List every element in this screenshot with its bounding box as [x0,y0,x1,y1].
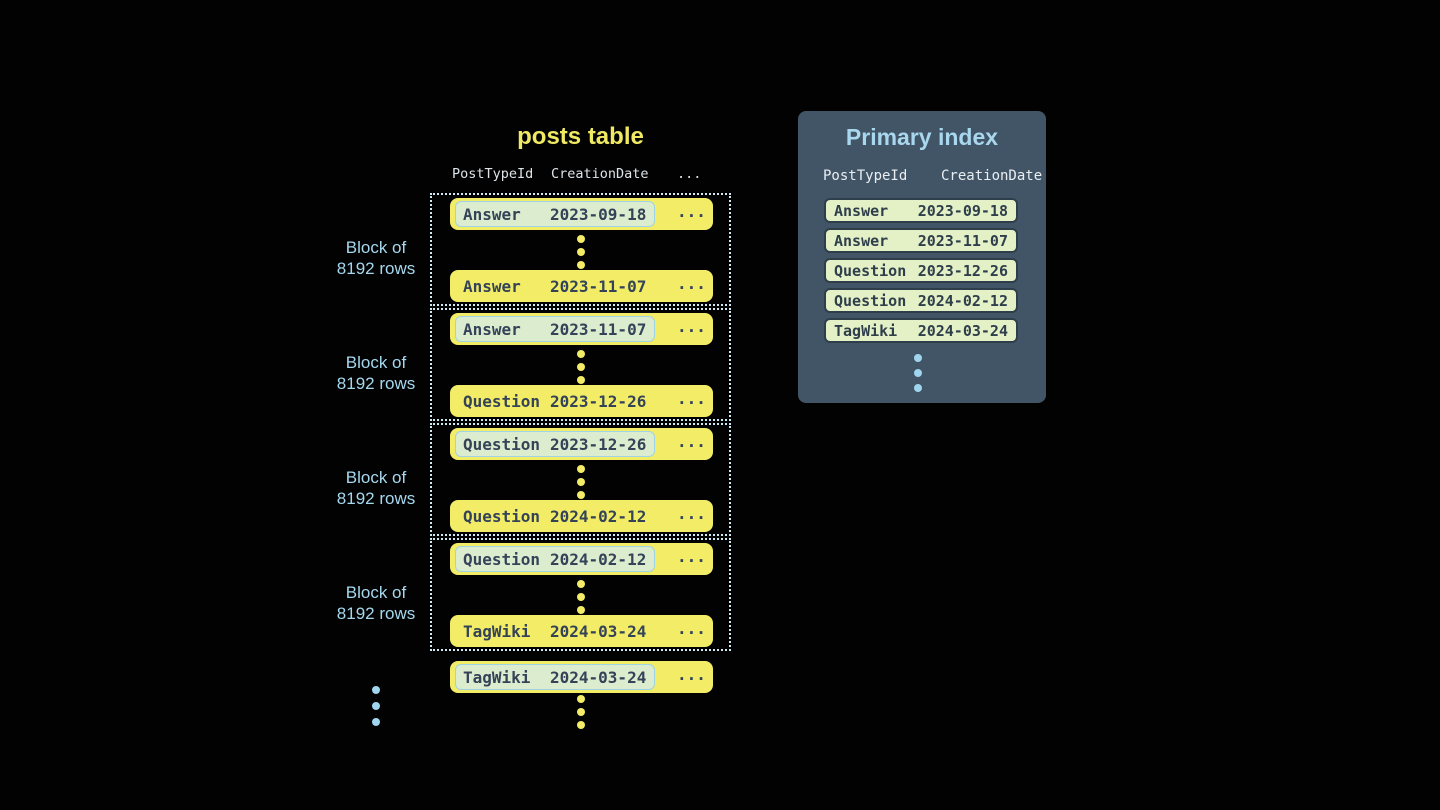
primary-index-panel: Primary index PostTypeId CreationDate An… [798,111,1046,403]
post-type-value: Answer [834,201,889,220]
table-row: Question 2024-02-12 ... [450,500,713,532]
column-more-ellipsis: ... [677,166,702,182]
table-row: Question 2023-12-26 ... [450,385,713,417]
post-type-value: Question [463,506,541,526]
creation-date-value: 2023-09-18 [550,204,647,224]
row-ellipsis: ... [677,547,706,566]
row-key: Answer 2023-11-07 [455,273,655,299]
posts-table-column-header: PostTypeId CreationDate ... [452,166,752,184]
block-label-4: Block of 8192 rows [336,583,416,623]
omitted-rows-dots [432,350,729,384]
post-type-value: Question [834,291,907,310]
post-type-value: Answer [463,319,521,339]
row-block-3: Question 2023-12-26 ... Question 2024-02… [430,423,731,536]
table-row: TagWiki 2024-03-24 ... [450,661,713,693]
row-ellipsis: ... [677,665,706,684]
creation-date-value: 2023-12-26 [550,434,647,454]
block-label-2: Block of 8192 rows [336,353,416,393]
post-type-value: Question [834,261,907,280]
row-ellipsis: ... [677,619,706,638]
row-ellipsis: ... [677,274,706,293]
table-row: Answer 2023-09-18 ... [450,198,713,230]
creation-date-value: 2023-11-07 [917,231,1008,250]
column-creationdate: CreationDate [941,168,1043,184]
block-label-1: Block of 8192 rows [336,238,416,278]
post-type-value: Answer [834,231,889,250]
indexed-key-highlight: Question 2023-12-26 [455,431,655,457]
table-row: TagWiki 2024-03-24 ... [450,615,713,647]
post-type-value: TagWiki [463,621,531,641]
post-type-value: Question [463,434,541,454]
creation-date-value: 2024-02-12 [550,506,647,526]
post-type-value: Answer [463,276,521,296]
index-entry: Answer 2023-09-18 [824,198,1018,223]
table-row: Question 2023-12-26 ... [450,428,713,460]
row-ellipsis: ... [677,317,706,336]
creation-date-value: 2023-12-26 [550,391,647,411]
omitted-rows-dots [432,465,729,499]
column-posttypeid: PostTypeId [452,166,534,182]
post-type-value: Question [463,549,541,569]
table-row: Answer 2023-11-07 ... [450,270,713,302]
indexed-key-highlight: Question 2024-02-12 [455,546,655,572]
creation-date-value: 2024-02-12 [917,291,1008,310]
column-creationdate: CreationDate [551,166,649,182]
indexed-key-highlight: Answer 2023-09-18 [455,201,655,227]
row-ellipsis: ... [677,504,706,523]
index-entry: Question 2023-12-26 [824,258,1018,283]
creation-date-value: 2024-03-24 [550,667,647,687]
posts-table-title: posts table [517,123,644,150]
creation-date-value: 2023-09-18 [917,201,1008,220]
row-ellipsis: ... [677,389,706,408]
row-ellipsis: ... [677,432,706,451]
row-ellipsis: ... [677,202,706,221]
primary-index-title: Primary index [845,124,999,150]
creation-date-value: 2023-12-26 [917,261,1008,280]
post-type-value: Question [463,391,541,411]
creation-date-value: 2024-03-24 [917,321,1008,340]
omitted-rows-dots [432,235,729,269]
primary-index-column-header: PostTypeId CreationDate [823,168,1042,186]
creation-date-value: 2024-03-24 [550,621,647,641]
more-rows-dots [577,695,585,729]
post-type-value: TagWiki [463,667,531,687]
indexed-key-highlight: TagWiki 2024-03-24 [455,664,655,690]
row-block-1: Answer 2023-09-18 ... Answer 2023-11-07 … [430,193,731,306]
column-posttypeid: PostTypeId [823,168,908,184]
index-entry: Question 2024-02-12 [824,288,1018,313]
creation-date-value: 2023-11-07 [550,276,647,296]
indexed-key-highlight: Answer 2023-11-07 [455,316,655,342]
table-row: Question 2024-02-12 ... [450,543,713,575]
creation-date-value: 2023-11-07 [550,319,647,339]
post-type-value: Answer [463,204,521,224]
table-row: Answer 2023-11-07 ... [450,313,713,345]
creation-date-value: 2024-02-12 [550,549,647,569]
omitted-rows-dots [432,580,729,614]
row-block-4: Question 2024-02-12 ... TagWiki 2024-03-… [430,538,731,651]
row-key: Question 2023-12-26 [455,388,655,414]
more-index-entries-dots [914,354,922,392]
index-entry: Answer 2023-11-07 [824,228,1018,253]
row-key: Question 2024-02-12 [455,503,655,529]
row-key: TagWiki 2024-03-24 [455,618,655,644]
row-block-2: Answer 2023-11-07 ... Question 2023-12-2… [430,308,731,421]
block-label-3: Block of 8192 rows [336,468,416,508]
more-blocks-dots [372,686,380,726]
index-entry: TagWiki 2024-03-24 [824,318,1018,343]
post-type-value: TagWiki [834,321,898,340]
